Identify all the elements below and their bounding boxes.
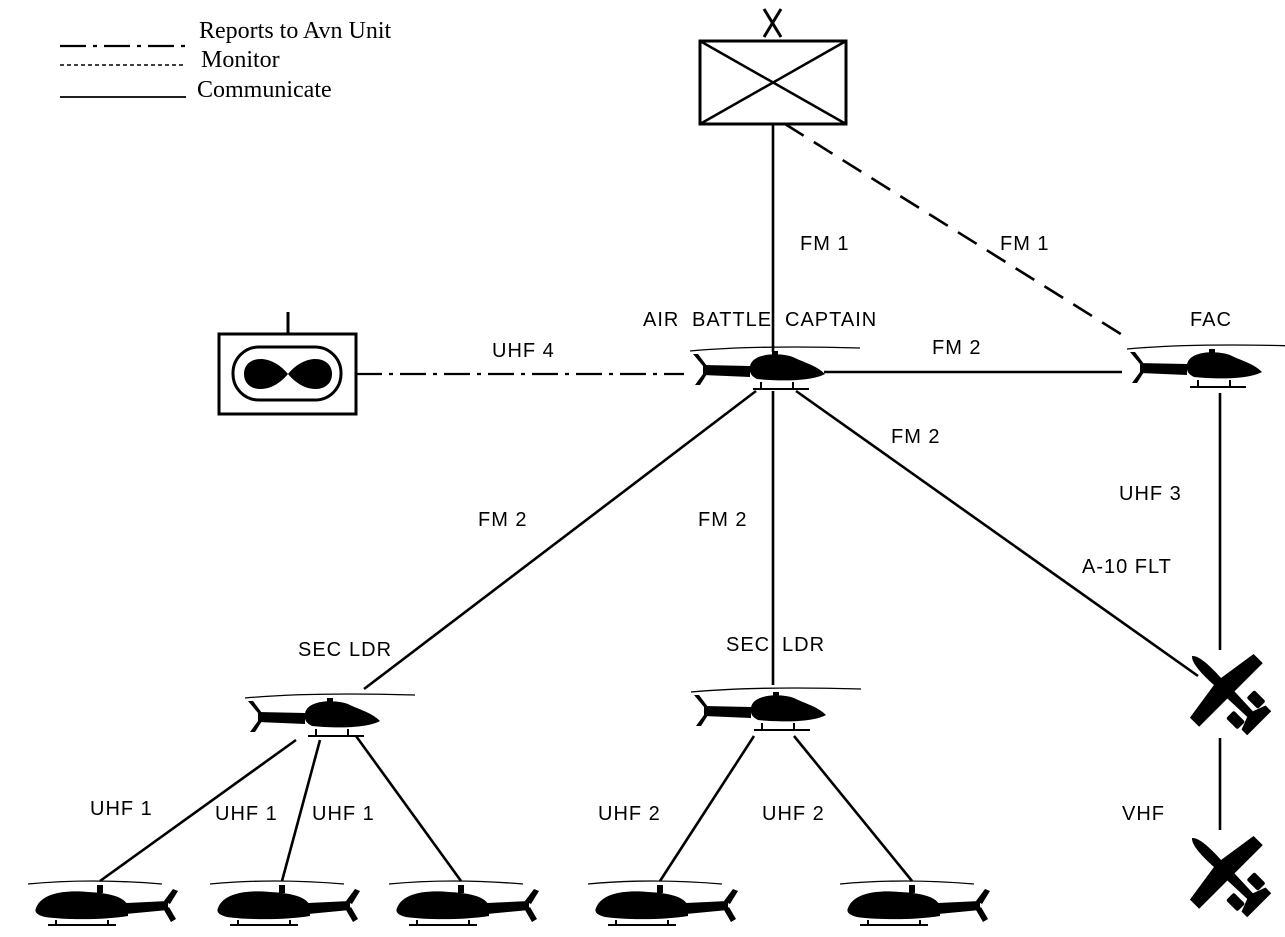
label-air: AIR <box>643 309 679 331</box>
legend-communicate-label: Communicate <box>197 77 332 103</box>
label-uhf3: UHF 3 <box>1119 483 1182 505</box>
link-hq-fac-monitor <box>785 124 1124 336</box>
label-uhf1-a: UHF 1 <box>90 798 153 820</box>
fac-helicopter-icon <box>1127 345 1285 387</box>
sec-ldr-left-helicopter-icon <box>245 694 415 736</box>
label-fm2-abc-sec-left: FM 2 <box>478 509 528 531</box>
label-uhf1-b: UHF 1 <box>215 803 278 825</box>
label-fm2-abc-fac: FM 2 <box>932 337 982 359</box>
aviation-unit-symbol-icon <box>219 312 356 414</box>
label-sec-center-ldr: LDR <box>782 634 825 656</box>
brigade-hq-symbol-icon <box>700 9 846 124</box>
label-a10-flt: A-10 FLT <box>1082 556 1172 578</box>
legend-reports-label: Reports to Avn Unit <box>199 18 392 44</box>
label-battle: BATTLE <box>692 309 772 331</box>
label-uhf2-a: UHF 2 <box>598 803 661 825</box>
links <box>100 124 1220 881</box>
label-sec-center-sec: SEC <box>726 634 770 656</box>
a10-aircraft-icon <box>1160 624 1285 755</box>
label-fm1-hq-fac: FM 1 <box>1000 233 1050 255</box>
legend-monitor-label: Monitor <box>201 47 280 73</box>
label-fm2-abc-a10: FM 2 <box>891 426 941 448</box>
label-sec-left-ldr: LDR <box>349 639 392 661</box>
labels: FM 1 FM 1 AIR BATTLE CAPTAIN FAC UHF 4 F… <box>90 233 1232 825</box>
label-captain: CAPTAIN <box>785 309 877 331</box>
a10-aircraft-icon <box>1160 806 1285 937</box>
attack-helicopter-icon <box>840 881 990 925</box>
label-uhf4: UHF 4 <box>492 340 555 362</box>
link-abc-sec-ldr-left <box>364 391 756 689</box>
attack-helicopter-icon <box>210 881 360 925</box>
label-sec-left-sec: SEC <box>298 639 342 661</box>
legend: Reports to Avn Unit Monitor Communicate <box>60 18 392 103</box>
attack-helicopter-icon <box>28 881 178 925</box>
label-fac: FAC <box>1190 309 1232 331</box>
link-abc-a10-flt <box>796 391 1198 676</box>
sec-ldr-center-helicopter-icon <box>691 688 861 730</box>
attack-helicopter-icon <box>588 881 738 925</box>
label-vhf: VHF <box>1122 803 1165 825</box>
attack-helicopter-icon <box>389 881 539 925</box>
label-uhf2-b: UHF 2 <box>762 803 825 825</box>
label-fm2-abc-sec-center: FM 2 <box>698 509 748 531</box>
label-fm1-hq-abc: FM 1 <box>800 233 850 255</box>
air-battle-captain-helicopter-icon <box>690 347 860 389</box>
link-sec-center-cobra-1 <box>660 736 754 881</box>
label-uhf1-c: UHF 1 <box>312 803 375 825</box>
